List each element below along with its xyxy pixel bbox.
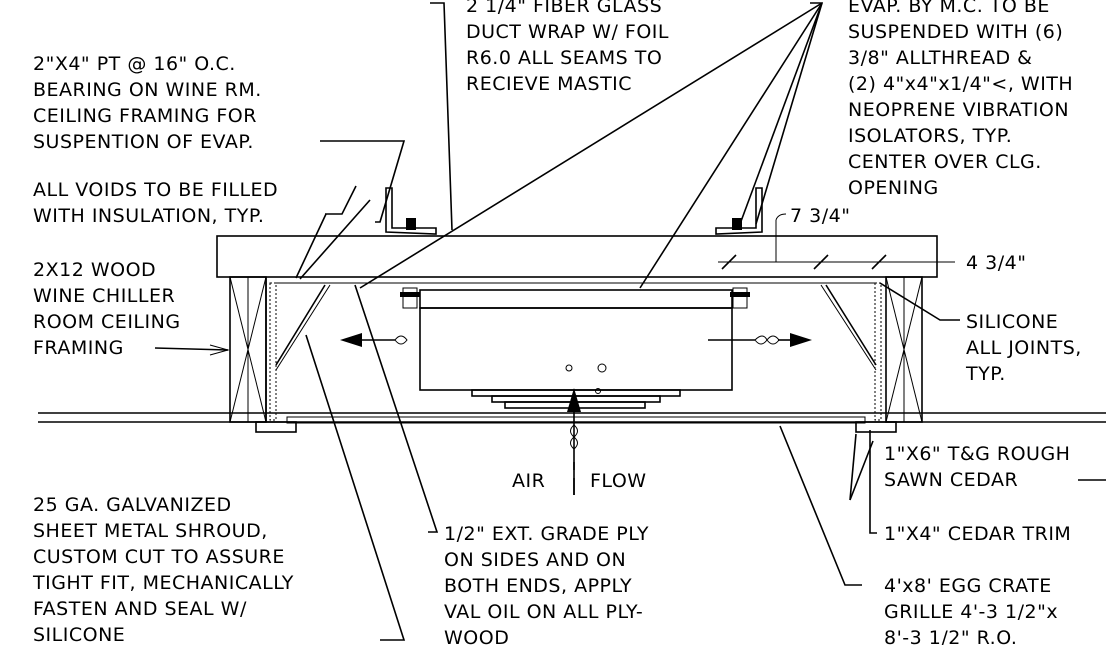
dimension-lines <box>718 213 955 270</box>
note-line: 1"X6" T&G ROUGH <box>884 443 1070 465</box>
airflow-label: AIR FLOW <box>512 470 647 492</box>
note-line: SAWN CEDAR <box>884 469 1018 491</box>
note-shroud: 25 GA. GALVANIZED SHEET METAL SHROUD, CU… <box>32 494 294 645</box>
note-trim: 1"X4" CEDAR TRIM <box>884 523 1071 545</box>
note-line: WITH INSULATION, TYP. <box>33 205 264 227</box>
note-line: ROOM CEILING <box>33 311 181 333</box>
note-ply: 1/2" EXT. GRADE PLY ON SIDES AND ON BOTH… <box>444 523 649 645</box>
note-duct: 2 1/4" FIBER GLASS DUCT WRAP W/ FOIL R6.… <box>466 0 669 95</box>
note-line: WINE CHILLER <box>33 285 175 307</box>
note-line: WOOD <box>444 627 509 645</box>
note-line: 1"X4" CEDAR TRIM <box>884 523 1071 545</box>
dimension-labels: 7 3/4" 4 3/4" <box>790 205 1026 274</box>
note-line: GRILLE 4'-3 1/2"x <box>884 601 1058 623</box>
note-line: SHEET METAL SHROUD, <box>33 520 268 542</box>
note-line: OPENING <box>848 177 939 199</box>
note-line: ISOLATORS, TYP. <box>848 125 1012 147</box>
note-line: 8'-3 1/2" R.O. <box>884 627 1017 645</box>
dim-label: 4 3/4" <box>966 252 1026 274</box>
ceiling-line <box>38 412 1106 424</box>
left-joist <box>229 276 267 423</box>
note-line: SUSPENDED WITH (6) <box>848 21 1063 43</box>
top-framing <box>216 235 938 278</box>
note-line: EVAP. BY M.C. TO BE <box>848 0 1050 17</box>
note-line: 2 1/4" FIBER GLASS <box>466 0 662 17</box>
note-line: TIGHT FIT, MECHANICALLY <box>32 572 294 594</box>
note-line: SILICONE <box>966 311 1058 333</box>
note-line: NEOPRENE VIBRATION <box>848 99 1069 121</box>
note-line: VAL OIL ON ALL PLY- <box>444 601 643 623</box>
plywood-sides <box>269 276 882 421</box>
flow-label: FLOW <box>590 470 647 492</box>
dim-label: 7 3/4" <box>790 205 850 227</box>
hanger-nuts <box>400 287 750 309</box>
note-line: FASTEN AND SEAL W/ <box>33 598 247 620</box>
note-line: DUCT WRAP W/ FOIL <box>466 21 669 43</box>
sheet-metal-shroud <box>275 284 877 371</box>
note-line: SUSPENTION OF EVAP. <box>33 131 254 153</box>
note-voids: ALL VOIDS TO BE FILLED WITH INSULATION, … <box>33 179 278 227</box>
note-line: ON SIDES AND ON <box>444 549 626 571</box>
note-framing: 2X12 WOOD WINE CHILLER ROOM CEILING FRAM… <box>33 259 181 359</box>
note-cedar: 1"X6" T&G ROUGH SAWN CEDAR <box>884 443 1070 491</box>
note-line: FRAMING <box>33 337 124 359</box>
note-line: BOTH ENDS, APPLY <box>444 575 632 597</box>
note-line: ALL JOINTS, <box>966 337 1082 359</box>
angle-brackets <box>385 187 763 235</box>
note-line: 2X12 WOOD <box>33 259 156 281</box>
note-line: (2) 4"x4"x1/4"<, WITH <box>848 73 1073 95</box>
note-line: 2"X4" PT @ 16" O.C. <box>33 53 236 75</box>
note-line: RECIEVE MASTIC <box>466 73 632 95</box>
air-label: AIR <box>512 470 545 492</box>
note-line: 3/8" ALLTHREAD & <box>848 47 1033 69</box>
note-line: SILICONE <box>33 624 125 645</box>
note-line: 1/2" EXT. GRADE PLY <box>444 523 649 545</box>
note-grille: 4'x8' EGG CRATE GRILLE 4'-3 1/2"x 8'-3 1… <box>884 575 1058 645</box>
airflow-arrows <box>340 333 812 495</box>
note-silicone: SILICONE ALL JOINTS, TYP. <box>965 311 1082 385</box>
leader-lines <box>154 2 1106 641</box>
note-line: 25 GA. GALVANIZED <box>33 494 232 516</box>
note-line: CENTER OVER CLG. <box>848 151 1042 173</box>
note-line: CUSTOM CUT TO ASSURE <box>33 546 285 568</box>
note-line: 4'x8' EGG CRATE <box>884 575 1052 597</box>
evaporator-unit <box>419 289 733 409</box>
cedar-trim <box>255 421 897 433</box>
note-line: CEILING FRAMING FOR <box>33 105 257 127</box>
note-line: ALL VOIDS TO BE FILLED <box>33 179 278 201</box>
right-joist <box>885 276 923 423</box>
note-line: BEARING ON WINE RM. <box>33 79 262 101</box>
note-evap: EVAP. BY M.C. TO BE SUSPENDED WITH (6) 3… <box>848 0 1073 199</box>
note-line: R6.0 ALL SEAMS TO <box>466 47 662 69</box>
note-bearing: 2"X4" PT @ 16" O.C. BEARING ON WINE RM. … <box>33 53 262 153</box>
note-line: TYP. <box>965 363 1006 385</box>
